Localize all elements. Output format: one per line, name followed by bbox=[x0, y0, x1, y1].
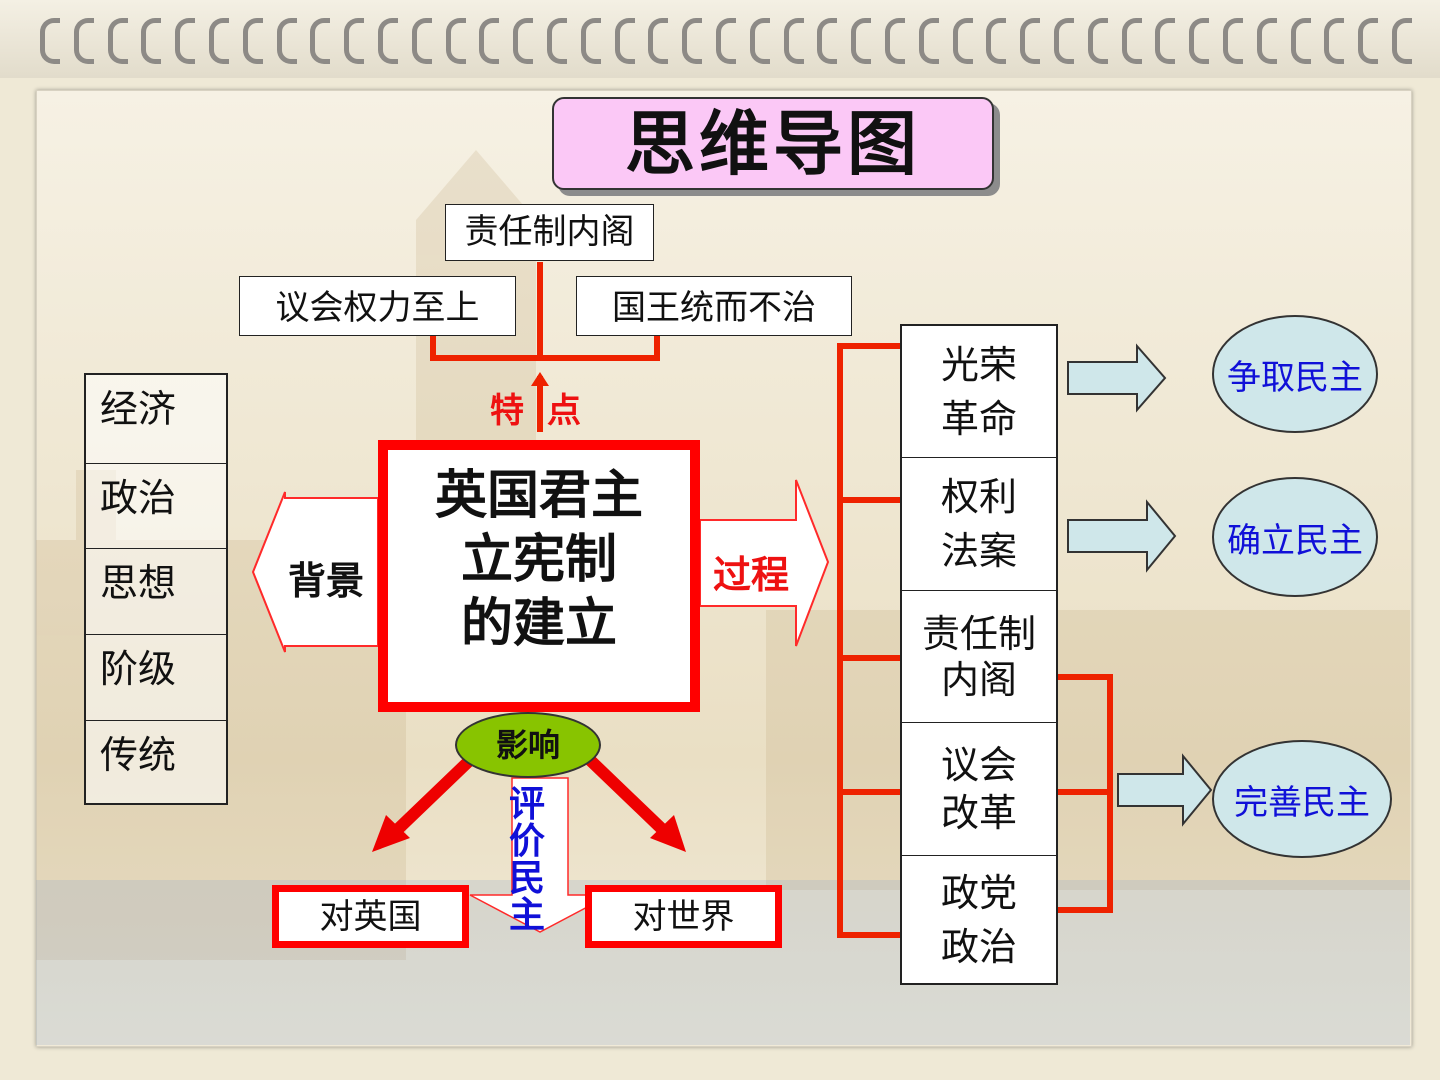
evaluate-char-4: 主 bbox=[508, 894, 545, 936]
evaluate-char-1: 评 bbox=[508, 783, 545, 825]
step-2-line-2: 法案 bbox=[940, 529, 1017, 573]
step-bill-of-rights: 权利法案 bbox=[902, 458, 1056, 591]
result-establish-democracy: 确立民主 bbox=[1212, 477, 1378, 597]
process-steps-column: 光荣革命 权利法案 责任制内阁 议会改革 政党政治 bbox=[900, 324, 1058, 985]
binding-ring bbox=[952, 18, 973, 64]
binding-ring bbox=[445, 18, 466, 64]
binding-ring bbox=[1020, 18, 1041, 64]
feature-label-te: 特 bbox=[490, 391, 524, 431]
central-topic-line-2: 立宪制 bbox=[460, 529, 617, 590]
binding-ring bbox=[479, 18, 500, 64]
binding-ring bbox=[1155, 18, 1176, 64]
step-4-line-2: 改革 bbox=[940, 791, 1017, 835]
binding-ring bbox=[547, 18, 567, 64]
binding-ring bbox=[1121, 18, 1142, 64]
binding-ring bbox=[783, 18, 804, 64]
binding-ring bbox=[1256, 18, 1277, 64]
binding-ring bbox=[242, 18, 263, 64]
background-arrow bbox=[251, 491, 379, 653]
binding-ring bbox=[885, 18, 905, 64]
binding-ring bbox=[986, 18, 1007, 64]
step-2-line-1: 权利 bbox=[940, 475, 1017, 519]
step-3-line-2: 内阁 bbox=[940, 657, 1017, 702]
influence-node: 影响 bbox=[455, 712, 601, 778]
result-arrow-1 bbox=[1067, 343, 1167, 413]
binding-ring bbox=[107, 18, 128, 64]
binding-ring bbox=[1324, 18, 1345, 64]
binding-ring bbox=[580, 18, 601, 64]
factor-thought: 思想 bbox=[86, 549, 226, 635]
binding-ring bbox=[716, 18, 736, 64]
binding-ring bbox=[749, 18, 770, 64]
result-strive-democracy: 争取民主 bbox=[1212, 315, 1378, 433]
central-topic: 英国君主 立宪制 的建立 bbox=[378, 440, 700, 712]
feature-arrow-head bbox=[531, 372, 549, 386]
binding-ring bbox=[614, 18, 635, 64]
result-arrow-3 bbox=[1117, 753, 1213, 827]
central-topic-line-1: 英国君主 bbox=[434, 465, 643, 526]
binding-ring bbox=[1189, 18, 1210, 64]
binding-ring bbox=[648, 18, 669, 64]
process-arrow bbox=[699, 479, 830, 647]
step-cabinet: 责任制内阁 bbox=[902, 591, 1056, 723]
result-perfect-democracy: 完善民主 bbox=[1212, 740, 1392, 858]
process-bracket bbox=[837, 343, 902, 938]
notebook-binding bbox=[0, 0, 1440, 78]
factor-politics: 政治 bbox=[86, 464, 226, 549]
factor-class: 阶级 bbox=[86, 635, 226, 721]
binding-ring bbox=[1392, 18, 1412, 64]
binding-ring bbox=[817, 18, 838, 64]
influence-on-world: 对世界 bbox=[585, 885, 782, 948]
evaluate-char-2: 价 bbox=[508, 820, 545, 862]
binding-ring bbox=[344, 18, 365, 64]
evaluate-democracy-text: 评 价 民 主 bbox=[506, 786, 548, 934]
step-1-line-1: 光荣 bbox=[940, 342, 1017, 387]
step-3-line-1: 责任制 bbox=[921, 611, 1036, 656]
binding-ring bbox=[411, 18, 432, 64]
binding-ring bbox=[141, 18, 162, 64]
step-4-line-1: 议会 bbox=[940, 743, 1017, 787]
feature-king-reigns: 国王统而不治 bbox=[576, 276, 852, 336]
binding-ring bbox=[1358, 18, 1379, 64]
step-1-line-2: 革命 bbox=[940, 396, 1017, 441]
binding-ring bbox=[918, 18, 939, 64]
step-party-politics: 政党政治 bbox=[902, 856, 1056, 983]
influence-arrow-left bbox=[390, 755, 475, 837]
binding-ring bbox=[73, 18, 94, 64]
binding-ring bbox=[1054, 18, 1074, 64]
step-glorious-revolution: 光荣革命 bbox=[902, 326, 1056, 458]
binding-ring bbox=[513, 18, 534, 64]
binding-ring bbox=[378, 18, 398, 64]
step-parliament-reform: 议会改革 bbox=[902, 723, 1056, 856]
result-arrow-2 bbox=[1067, 499, 1177, 573]
feature-parliament-supremacy: 议会权力至上 bbox=[239, 276, 516, 336]
factor-economy: 经济 bbox=[86, 375, 226, 464]
factor-tradition: 传统 bbox=[100, 733, 177, 777]
binding-ring bbox=[682, 18, 703, 64]
binding-ring bbox=[1087, 18, 1108, 64]
binding-ring bbox=[310, 18, 331, 64]
central-topic-line-3: 的建立 bbox=[460, 593, 617, 654]
binding-ring bbox=[851, 18, 872, 64]
background-label: 背景 bbox=[288, 558, 365, 603]
influence-arrow-right bbox=[585, 755, 670, 837]
evaluate-arrow bbox=[469, 777, 611, 933]
step-5-line-1: 政党 bbox=[940, 870, 1017, 915]
step-5-line-2: 政治 bbox=[940, 924, 1017, 969]
evaluate-char-3: 民 bbox=[508, 857, 545, 899]
process-label: 过程 bbox=[713, 552, 790, 597]
binding-ring bbox=[209, 18, 229, 64]
binding-ring bbox=[40, 18, 60, 64]
feature-label-dian: 点 bbox=[547, 391, 581, 431]
binding-ring bbox=[276, 18, 297, 64]
binding-ring bbox=[1223, 18, 1243, 64]
feature-responsible-cabinet: 责任制内阁 bbox=[445, 204, 654, 261]
binding-ring bbox=[175, 18, 196, 64]
page-title: 思维导图 bbox=[552, 97, 994, 190]
background-factors-column: 经济 政治 思想 阶级 传统 bbox=[84, 373, 228, 805]
influence-on-britain: 对英国 bbox=[272, 885, 469, 948]
binding-ring bbox=[1290, 18, 1311, 64]
perfecting-bracket bbox=[1058, 674, 1113, 913]
